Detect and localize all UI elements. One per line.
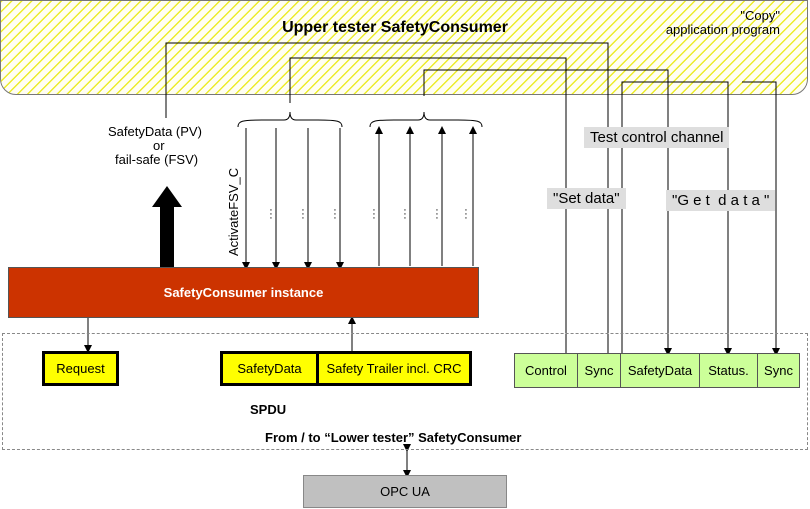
sync-box-2: Sync (757, 353, 800, 388)
safety-consumer-instance-label: SafetyConsumer instance (163, 285, 324, 300)
ellipsis-dots-1: ··· (269, 204, 273, 224)
ellipsis-dots-4: ··· (372, 204, 376, 224)
request-box: Request (42, 351, 119, 386)
copy-application-label: "Copy" application program (666, 9, 780, 37)
connector-band-to-sync-right (621, 81, 732, 356)
brace-down (237, 111, 343, 128)
brace-up (369, 111, 483, 128)
test-control-channel-label: Test control channel (584, 127, 730, 148)
control-box: Control (514, 353, 578, 388)
big-up-arrow (152, 186, 182, 267)
label-activate-fsv: ActivateFSV_C (226, 167, 241, 256)
ellipsis-dots-7: ··· (464, 204, 468, 224)
sync-box-1: Sync (577, 353, 621, 388)
ellipsis-dots-6: ··· (435, 204, 439, 224)
upper-tester-title: Upper tester SafetyConsumer (282, 19, 508, 36)
set-data-label: "Set data" (547, 188, 626, 209)
ellipsis-dots-3: ··· (333, 204, 337, 224)
upper-tester-band (0, 0, 808, 95)
get-data-label: "G e t d a t a " (666, 190, 776, 211)
spdu-label: SPDU (250, 402, 287, 417)
connector-band-to-status (742, 81, 780, 356)
ellipsis-dots-2: ··· (301, 204, 305, 224)
lower-tester-label: From / to “Lower tester” SafetyConsumer (265, 430, 522, 445)
safety-consumer-instance: SafetyConsumer instance (8, 267, 479, 318)
opc-ua-box: OPC UA (303, 475, 507, 508)
connector-band-to-safetydata (423, 69, 672, 356)
label-safety-data-pv: SafetyData (PV) (108, 124, 202, 139)
status-box: Status. (699, 353, 758, 388)
label-fail-safe: fail-safe (FSV) (115, 152, 199, 167)
safety-data-box-2: SafetyData (620, 353, 700, 388)
copy-label-line1: "Copy" (740, 8, 780, 23)
copy-label-line2: application program (665, 22, 780, 37)
safety-data-box: SafetyData (220, 351, 319, 386)
label-or: or (153, 138, 165, 153)
ellipsis-dots-5: ··· (403, 204, 407, 224)
lower-tester-region (2, 333, 808, 450)
safety-trailer-box: Safety Trailer incl. CRC (316, 351, 472, 386)
